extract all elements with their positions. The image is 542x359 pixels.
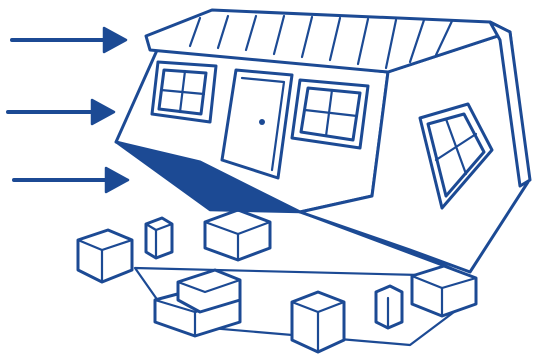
wind-arrow-icon bbox=[12, 28, 126, 52]
foundation-block bbox=[412, 266, 476, 316]
wind-arrow-icon bbox=[14, 168, 128, 192]
tilted-house-icon bbox=[116, 10, 530, 272]
foundation-block bbox=[78, 230, 132, 282]
foundation-post bbox=[292, 292, 344, 352]
wind-arrows bbox=[8, 28, 128, 192]
foundation-post bbox=[376, 286, 402, 328]
foundation-post bbox=[146, 218, 172, 258]
wind-arrow-icon bbox=[8, 100, 114, 124]
foundation-block bbox=[205, 210, 270, 260]
foundation-stairs bbox=[155, 270, 240, 336]
window-icon bbox=[152, 62, 216, 122]
window-icon bbox=[292, 80, 368, 148]
door-icon bbox=[222, 70, 292, 178]
